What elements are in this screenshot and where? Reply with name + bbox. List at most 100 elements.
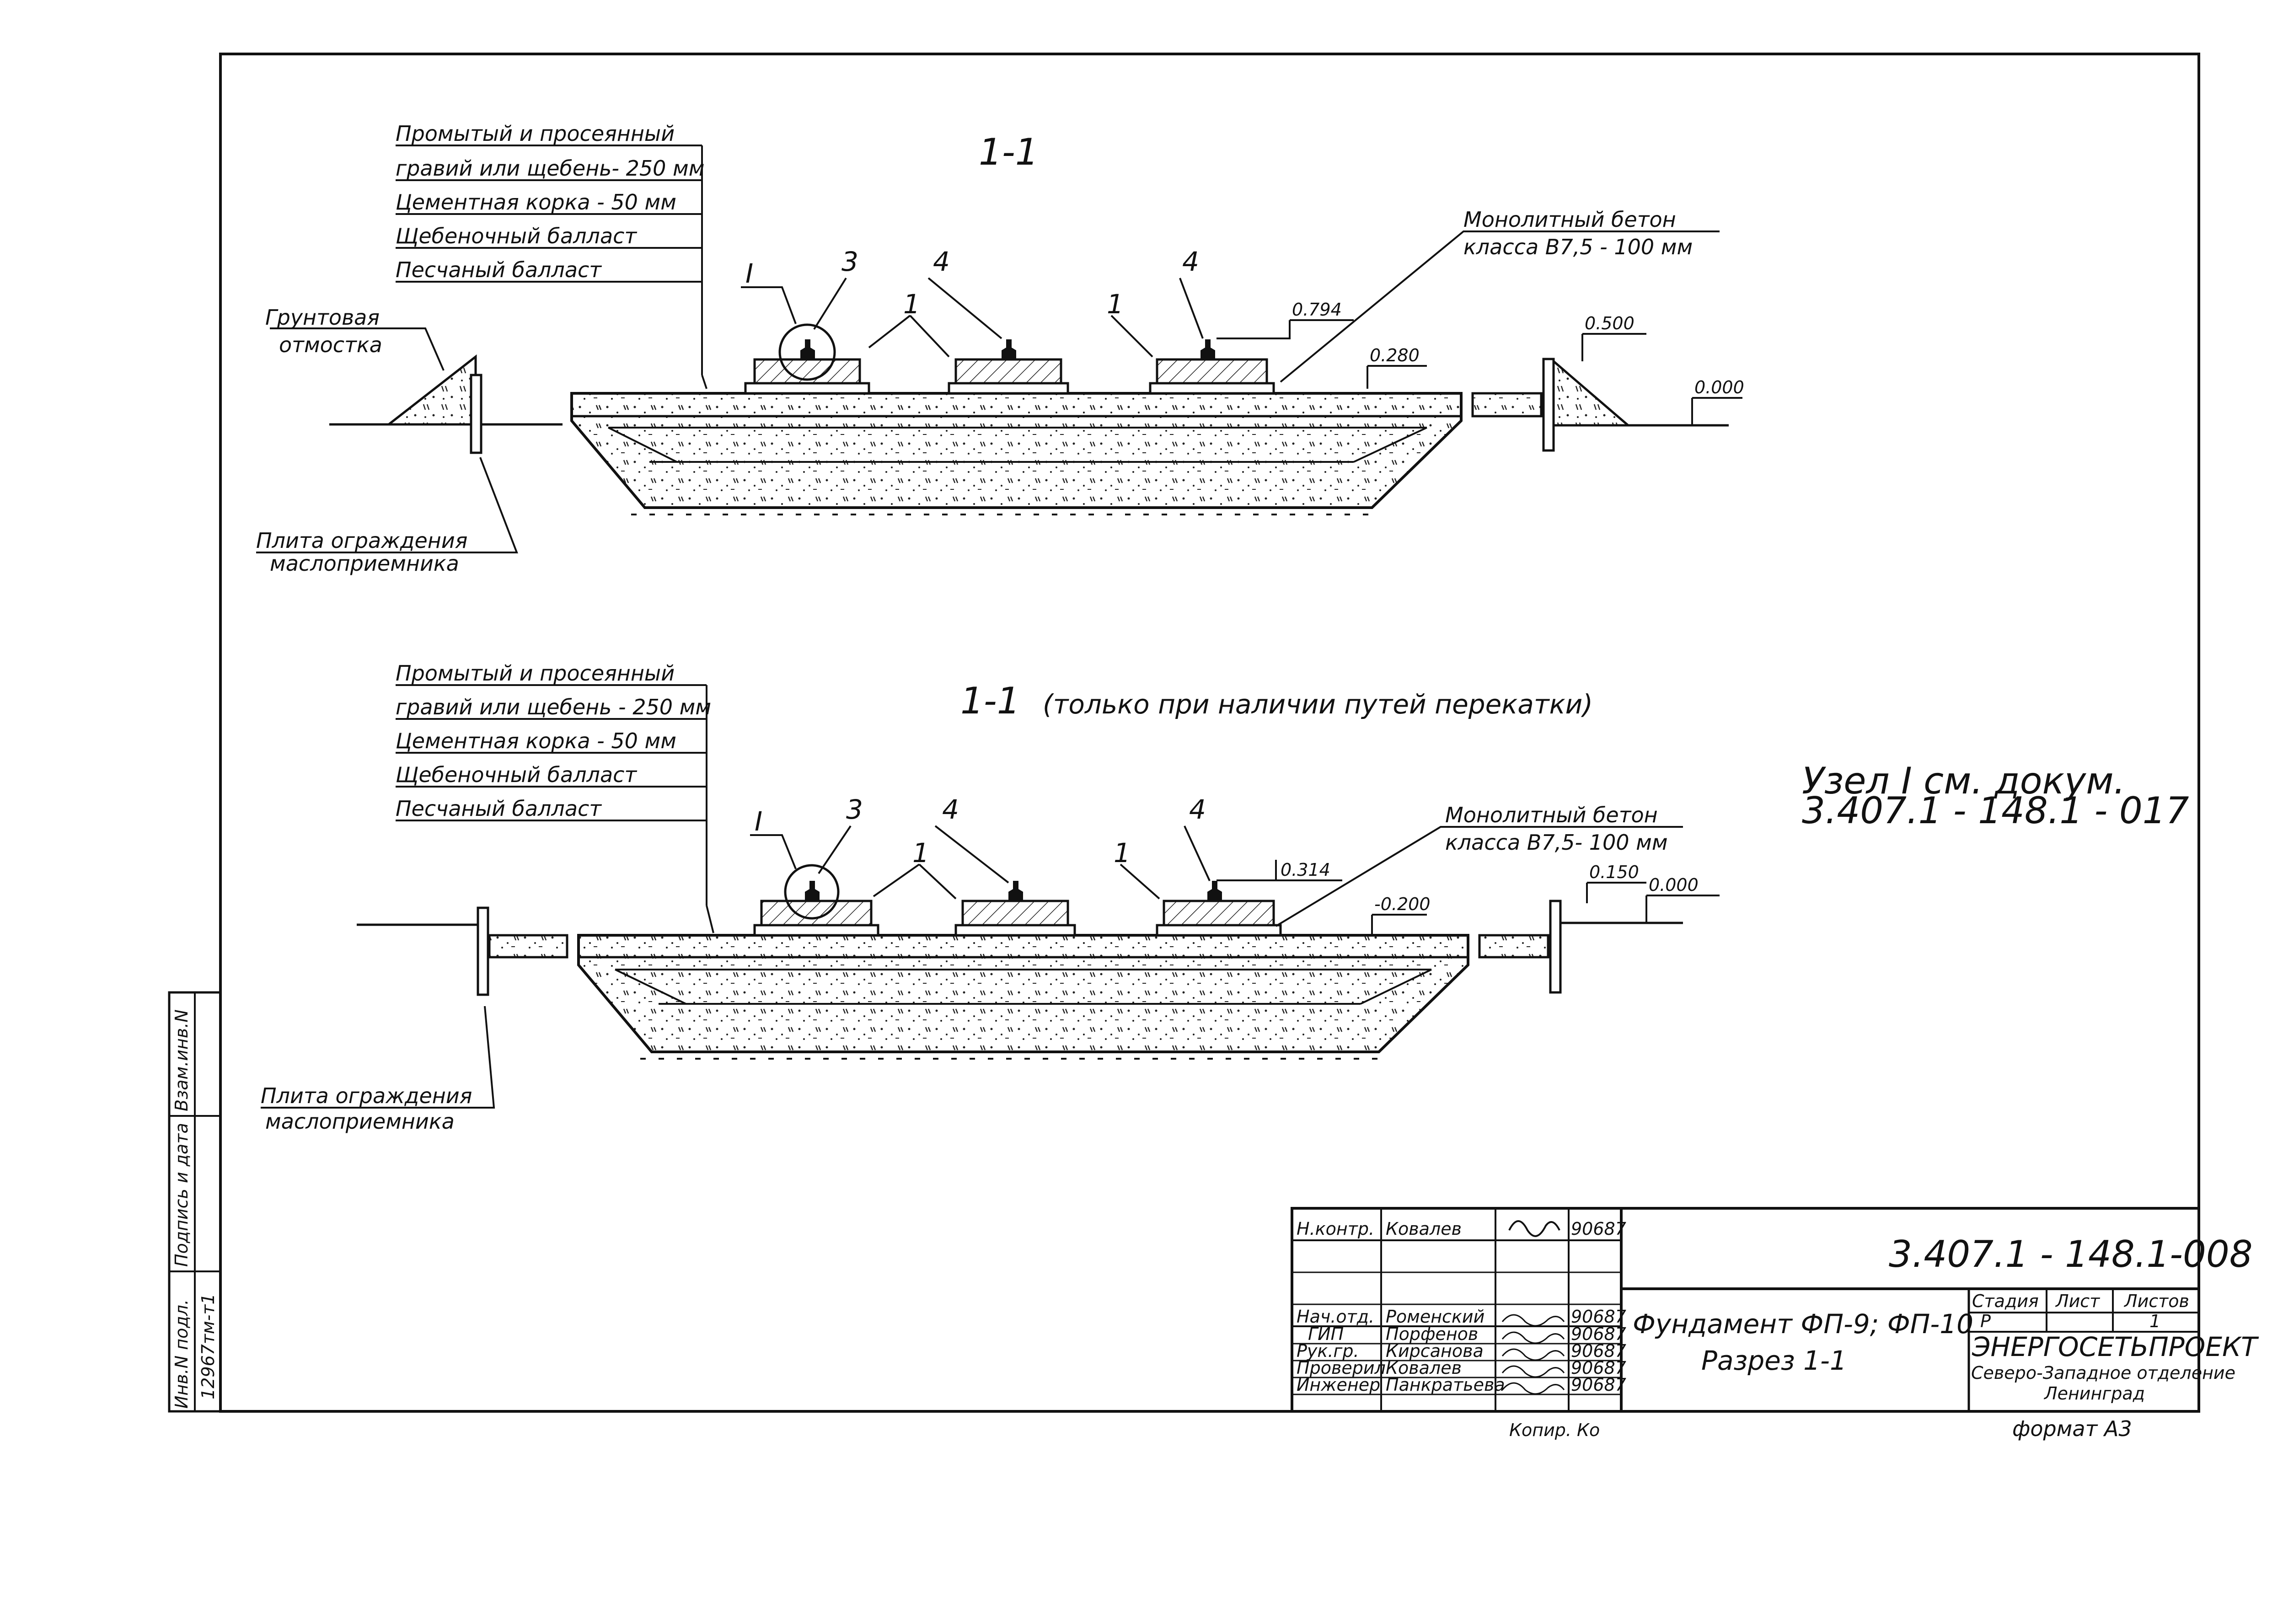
section-1-title: 1-1 [979, 131, 1039, 173]
fence-plate-left [477, 906, 489, 996]
tb-date: 90687 [1571, 1307, 1626, 1327]
foundation-beam [744, 323, 870, 395]
top-gravel-layer [577, 934, 1469, 959]
tb-date: 90687 [1571, 1324, 1626, 1344]
foundation-beam [1156, 881, 1282, 937]
elevation-label: 0.150 [1589, 862, 1639, 882]
drawing-title: Фундамент ФП-9; ФП-10 [1633, 1308, 1973, 1340]
stage-value: Р [1980, 1311, 1991, 1331]
org-branch: Северо-Западное отделение [1971, 1363, 2235, 1383]
plate-label: маслоприемника [270, 551, 459, 576]
elevation-label: 0.314 [1281, 860, 1330, 880]
tb-role: Инженер [1297, 1375, 1380, 1395]
position-marker: 1 [1114, 837, 1131, 868]
position-marker: 3 [841, 246, 858, 277]
tb-name: Кирсанова [1386, 1341, 1484, 1361]
foundation-beam [948, 339, 1069, 395]
tb-date: 90687 [1571, 1375, 1626, 1395]
position-marker: 4 [1189, 794, 1206, 825]
top-gravel-right [1471, 392, 1543, 418]
org-city: Ленинград [2043, 1383, 2145, 1404]
tb-date: 90687 [1571, 1358, 1626, 1378]
node-marker: I [755, 806, 762, 837]
signature-mark [1501, 1314, 1565, 1395]
foundation-beam [1149, 339, 1275, 395]
sheet-frame [219, 53, 2200, 1413]
plate-label: маслоприемника [265, 1109, 455, 1134]
sidebar-vzam-label: Взам.инв.N [171, 1009, 192, 1111]
position-marker: 1 [1107, 289, 1124, 320]
node-reference-note: 3.407.1 - 148.1 - 017 [1802, 789, 2189, 832]
sheets-value: 1 [2149, 1311, 2160, 1331]
position-marker: 1 [912, 837, 929, 868]
signature-mark [1508, 1220, 1560, 1237]
concrete-label: Монолитный бетон [1445, 803, 1658, 827]
tb-name: Ковалев [1386, 1219, 1462, 1239]
section-1: 1-1 Промытый и просеянный гравий или щеб… [256, 121, 1744, 576]
sheets-header: Листов [2123, 1291, 2189, 1311]
section-2-title: 1-1 [960, 680, 1020, 722]
position-marker: 4 [1182, 246, 1199, 277]
node-marker: I [745, 258, 753, 289]
tb-date: 90687 [1571, 1219, 1626, 1239]
top-gravel-right [1478, 934, 1549, 959]
layer-label: гравий или щебень - 250 мм [396, 695, 711, 719]
top-gravel-left [488, 934, 568, 959]
top-gravel-layer [570, 392, 1463, 418]
concrete-label: класса В7,5 - 100 мм [1463, 235, 1693, 259]
ground-berm-right [1552, 359, 1631, 427]
elevation-label: 0.280 [1370, 345, 1420, 365]
layer-label: Промытый и просеянный [396, 661, 675, 686]
layer-label: Цементная корка - 50 мм [396, 190, 676, 214]
concrete-label: класса В7,5- 100 мм [1445, 830, 1668, 855]
stage-header: Стадия [1972, 1291, 2039, 1311]
sidebar-inv-value: 12967тм-т1 [198, 1293, 218, 1399]
sidebar-inv-label: Инв.N подл. [171, 1299, 192, 1409]
copied-mark: Копир. Ко [1509, 1420, 1600, 1440]
ground-berm-left [385, 354, 477, 426]
layer-label: Щебеночный балласт [396, 224, 637, 248]
tb-name: Панкратьева [1386, 1375, 1505, 1395]
concrete-label: Монолитный бетон [1463, 207, 1676, 232]
foundation-beam [954, 881, 1076, 937]
tb-role: ГИП [1308, 1324, 1344, 1344]
foundation-beam [753, 864, 879, 937]
org-name: ЭНЕРГОСЕТЬПРОЕКТ [1972, 1331, 2259, 1362]
plate-label: Плита ограждения [256, 528, 467, 553]
position-marker: 4 [933, 246, 950, 277]
tb-role: Нач.отд. [1297, 1307, 1374, 1327]
fence-plate-left [470, 374, 482, 454]
ground-label: отмостка [279, 332, 382, 357]
section-2-layer-labels: Промытый и просеянный гравий или щебень … [396, 661, 714, 933]
layer-label: Песчаный балласт [396, 257, 602, 282]
fence-plate-right [1549, 900, 1562, 994]
section-2: 1-1 (только при наличии путей перекатки)… [261, 661, 1720, 1134]
section-1-layer-labels: Промытый и просеянный гравий или щебень-… [396, 121, 707, 389]
elevation-label: 0.000 [1694, 377, 1744, 397]
elevation-label: 0.000 [1649, 875, 1699, 895]
tb-role: Н.контр. [1297, 1219, 1374, 1239]
sidebar-stamp: Инв.N подл. Подпись и дата Взам.инв.N 12… [168, 991, 222, 1413]
ground-label: Грунтовая [265, 305, 380, 330]
position-marker: 3 [846, 794, 863, 825]
sheet-header: Лист [2055, 1291, 2101, 1311]
position-marker: 1 [903, 289, 920, 320]
tb-name: Роменский [1386, 1307, 1484, 1327]
tb-name: Ковалев [1386, 1358, 1462, 1378]
layer-label: Щебеночный балласт [396, 762, 637, 787]
section-1-leaders [256, 230, 1742, 553]
layer-label: Цементная корка - 50 мм [396, 729, 676, 753]
sidebar-sign-label: Подпись и дата [171, 1123, 192, 1267]
layer-label: гравий или щебень- 250 мм [396, 156, 704, 181]
tb-date: 90687 [1571, 1341, 1626, 1361]
section-2-subtitle: (только при наличии путей перекатки) [1043, 689, 1593, 720]
plate-label: Плита ограждения [261, 1083, 472, 1108]
position-marker: 4 [942, 794, 959, 825]
elevation-label: 0.500 [1585, 313, 1635, 333]
title-block: Н.контр. Ковалев 90687 Нач.отд. Роменски… [1291, 1207, 2259, 1413]
node-reference-note: Узел I см. докум. [1802, 760, 2125, 802]
drawing-subtitle: Разрез 1-1 [1701, 1345, 1847, 1376]
tb-role: Рук.гр. [1297, 1341, 1359, 1361]
section-2-leaders [261, 825, 1720, 1109]
